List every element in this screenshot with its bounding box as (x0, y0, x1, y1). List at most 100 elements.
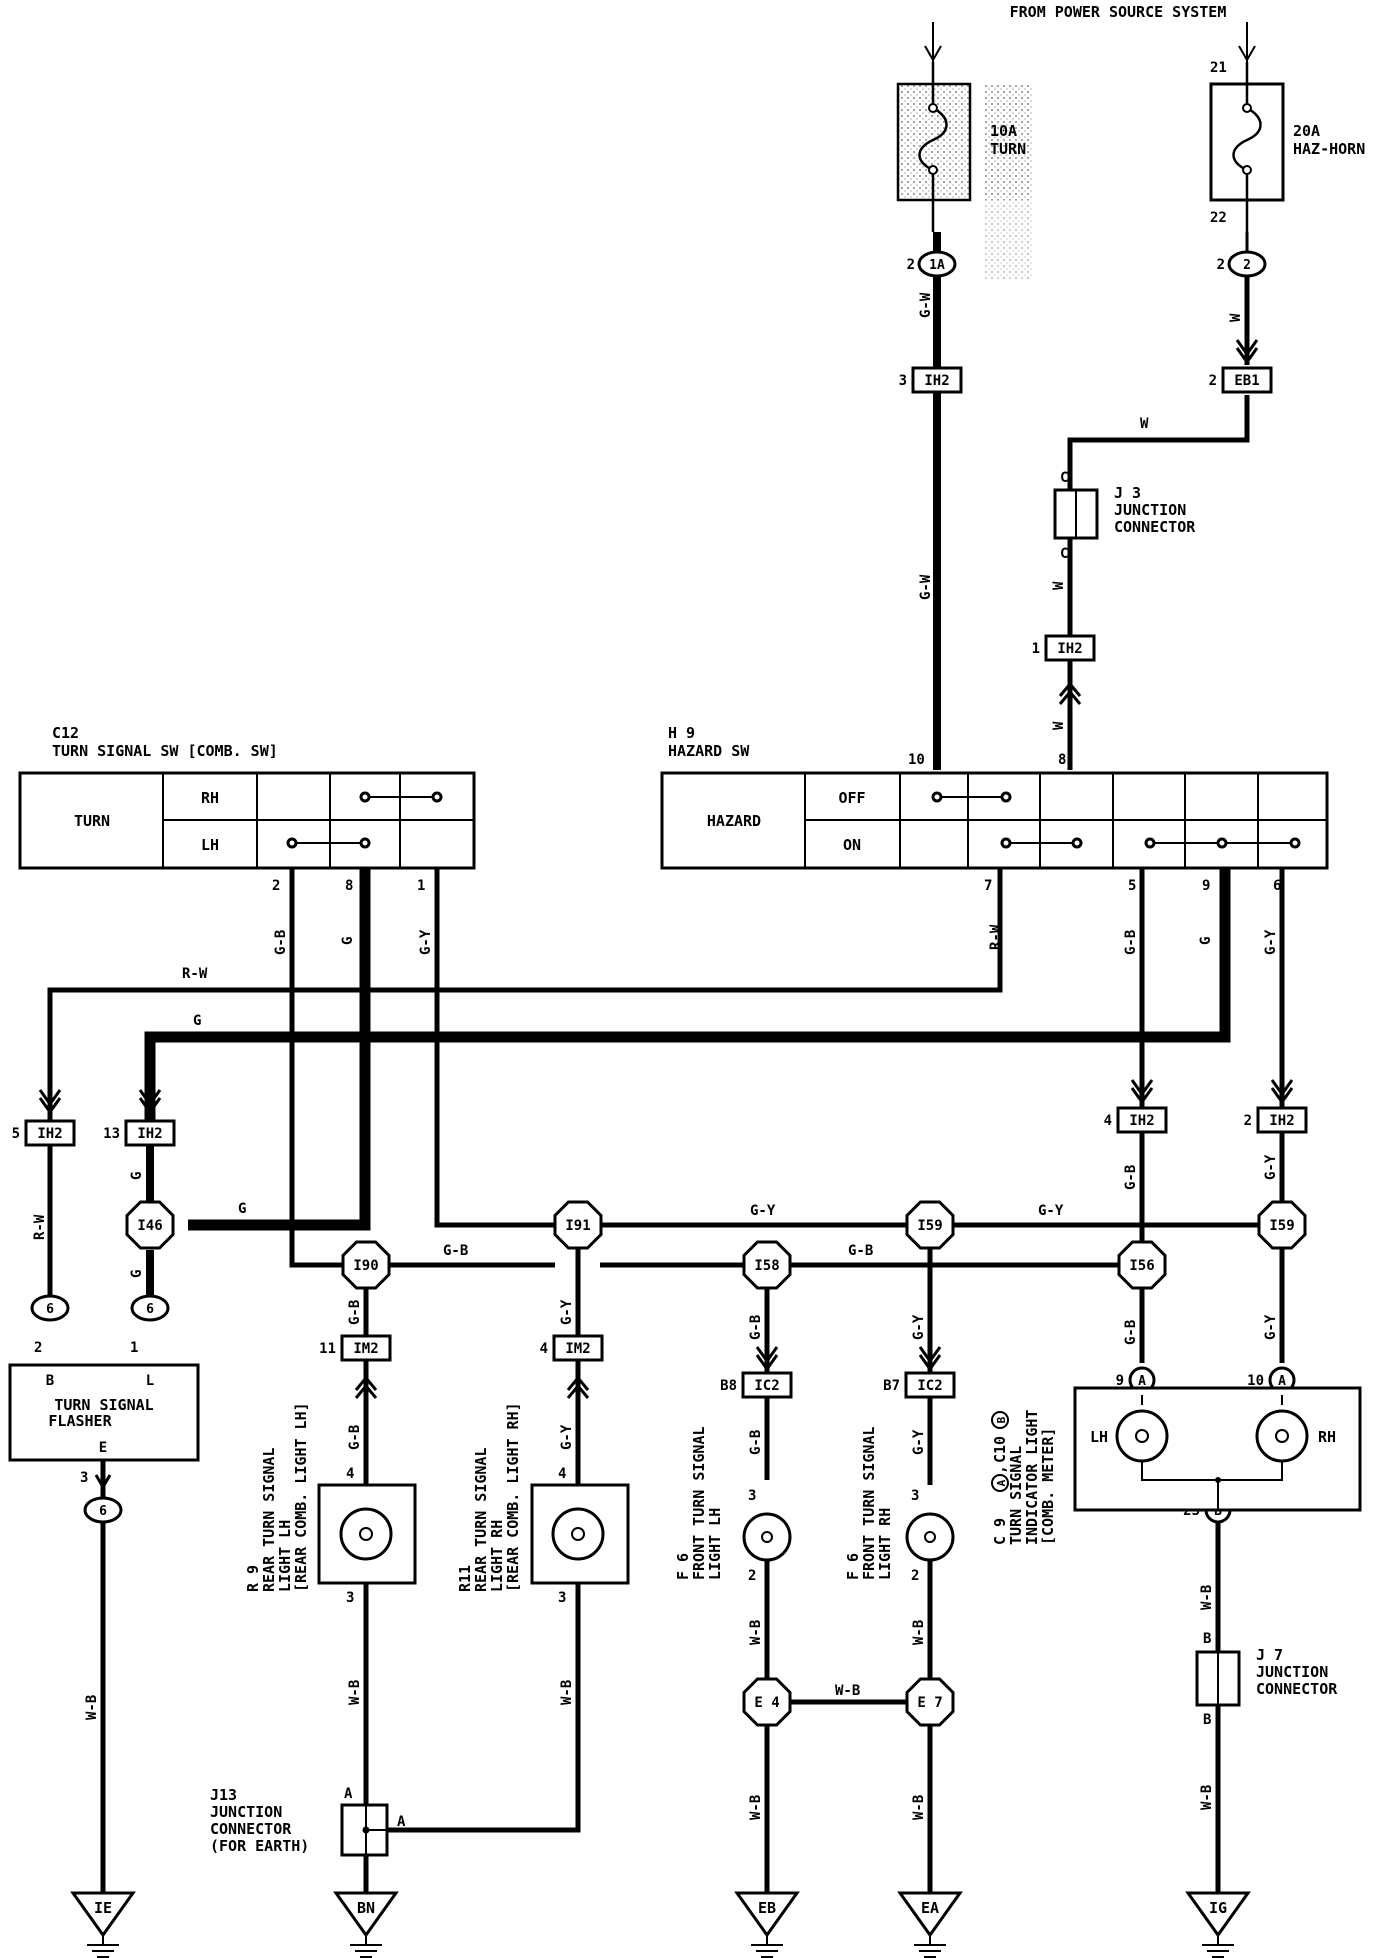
lamp-front-rh: 3 2 F 6 FRONT TURN SIGNAL LIGHT RH (844, 1426, 955, 1584)
wire-label: W (1051, 581, 1067, 590)
splice: E 7 (905, 1677, 955, 1727)
connector-id: IH2 (924, 373, 949, 389)
wire-label: G (1198, 937, 1214, 945)
connector-pin: 10 (1247, 1373, 1264, 1389)
splice-id: E 7 (917, 1695, 942, 1711)
wire-label: G (129, 1270, 145, 1278)
connector-6: 6 (83, 1496, 123, 1524)
lamp-pin: 3 (748, 1488, 756, 1504)
connector-id: A (1278, 1374, 1286, 1389)
lamp-name: LIGHT RH (488, 1520, 506, 1592)
wire-label: G-Y (1263, 929, 1279, 955)
j7-pin: B (1203, 1631, 1211, 1647)
connector-pin: 11 (319, 1341, 336, 1357)
ground-label: EA (921, 1899, 939, 1917)
connector-pin: 3 (899, 373, 907, 389)
connector-pin: 1 (1032, 641, 1040, 657)
wire-labels: G-W G-W W W W W R-W R-W R-W G G G G G G … (32, 292, 1279, 1820)
lamp-front-lh: 3 2 F 6 FRONT TURN SIGNAL LIGHT LH (674, 1426, 792, 1584)
connector-pin: 4 (1104, 1113, 1112, 1129)
wire-label: G-Y (750, 1203, 776, 1219)
wire-label: R-W (988, 924, 1004, 950)
turn-switch-code: C12 (52, 724, 79, 742)
turn-switch-name: TURN SIGNAL SW [COMB. SW] (52, 742, 278, 760)
connector-id: IH2 (1269, 1113, 1294, 1129)
wire-label: G-B (848, 1243, 873, 1259)
connector-id: IC2 (917, 1378, 942, 1394)
lamp-rear-lh: 4 3 R 9 REAR TURN SIGNAL LIGHT LH [REAR … (244, 1402, 417, 1606)
j7-name: JUNCTION (1256, 1663, 1328, 1681)
wire-label: G-Y (559, 1299, 575, 1325)
turn-signal-switch: C12 TURN SIGNAL SW [COMB. SW] TURN RH LH… (18, 724, 476, 894)
connector-pin: 13 (103, 1126, 120, 1142)
connector-pin: 2 (1217, 257, 1225, 273)
wire-label: W (1228, 313, 1244, 322)
lamp-code: R 9 (244, 1565, 262, 1592)
wire-label: W-B (347, 1680, 363, 1705)
wire-label: W-B (559, 1680, 575, 1705)
connector-pin: 2 (1244, 1113, 1252, 1129)
flasher-b: B (46, 1373, 54, 1389)
splice: I90 (341, 1240, 391, 1290)
flasher-name: FLASHER (48, 1412, 112, 1430)
fuse-haz-horn-pin-bottom: 22 (1210, 210, 1227, 226)
wire-label: G (340, 937, 356, 945)
wire-label: G-Y (418, 929, 434, 955)
connector-id: IM2 (353, 1341, 378, 1357)
lamp-pin: 2 (911, 1568, 919, 1584)
connector-id: A (1138, 1374, 1146, 1389)
fuse-haz-horn-pin-top: 21 (1210, 60, 1227, 76)
wire-label: G-W (918, 292, 934, 318)
hazard-switch-pin: 6 (1273, 878, 1281, 894)
j13-code: J13 (210, 1786, 237, 1804)
junction-connector-j3: C C J 3 JUNCTION CONNECTOR (1053, 470, 1196, 562)
connector-id: 6 (99, 1504, 107, 1519)
connector-2: 22 (1217, 250, 1267, 278)
turn-switch-pin: 1 (417, 878, 425, 894)
wire-label: G-Y (1038, 1203, 1064, 1219)
connector-id: 6 (46, 1302, 54, 1317)
j3-name: JUNCTION (1114, 501, 1186, 519)
indicator-name: TURN SIGNAL (1007, 1446, 1025, 1545)
hazard-switch-on: ON (843, 836, 861, 854)
lamp-name: REAR TURN SIGNAL (260, 1448, 278, 1593)
fuse-turn-name: TURN (990, 140, 1026, 158)
hazard-switch-label: HAZARD (707, 812, 761, 830)
lamp-pin: 4 (346, 1466, 354, 1482)
connector-ih2: IH2 2 (1244, 1106, 1308, 1134)
flasher-e: E (99, 1440, 107, 1456)
connector-id: 2 (1243, 258, 1251, 273)
lamp-code: F 6 (674, 1553, 692, 1580)
j13-name: (FOR EARTH) (210, 1837, 309, 1855)
connector-6: 6 (30, 1294, 70, 1322)
indicator-sep: , (991, 1465, 1009, 1474)
power-arrow-right (1238, 22, 1256, 63)
wire-label: G (238, 1201, 246, 1217)
hazard-switch-pin: 8 (1058, 752, 1066, 768)
flasher-pin: 3 (80, 1470, 88, 1486)
ground-label: EB (758, 1899, 776, 1917)
fuse-turn: 10A TURN (896, 62, 1033, 280)
j3-pin: C (1060, 470, 1068, 486)
wire-label: G (129, 1172, 145, 1180)
connector-id: 1A (929, 258, 945, 273)
j7-pin: B (1203, 1712, 1211, 1728)
turn-indicator-light: LH RH C 9 A , C10 B TURN SIGNAL INDICATO… (991, 1386, 1362, 1545)
wire-label: G-B (443, 1243, 468, 1259)
ground-ig: IG (1185, 1891, 1251, 1958)
splice: I59 (905, 1200, 955, 1250)
ground-eb: EB (734, 1891, 800, 1958)
wire-label: W-B (911, 1620, 927, 1645)
lamp-name: LIGHT LH (276, 1520, 294, 1592)
hazard-switch-pin: 10 (908, 752, 925, 768)
splice: I59 (1257, 1200, 1307, 1250)
